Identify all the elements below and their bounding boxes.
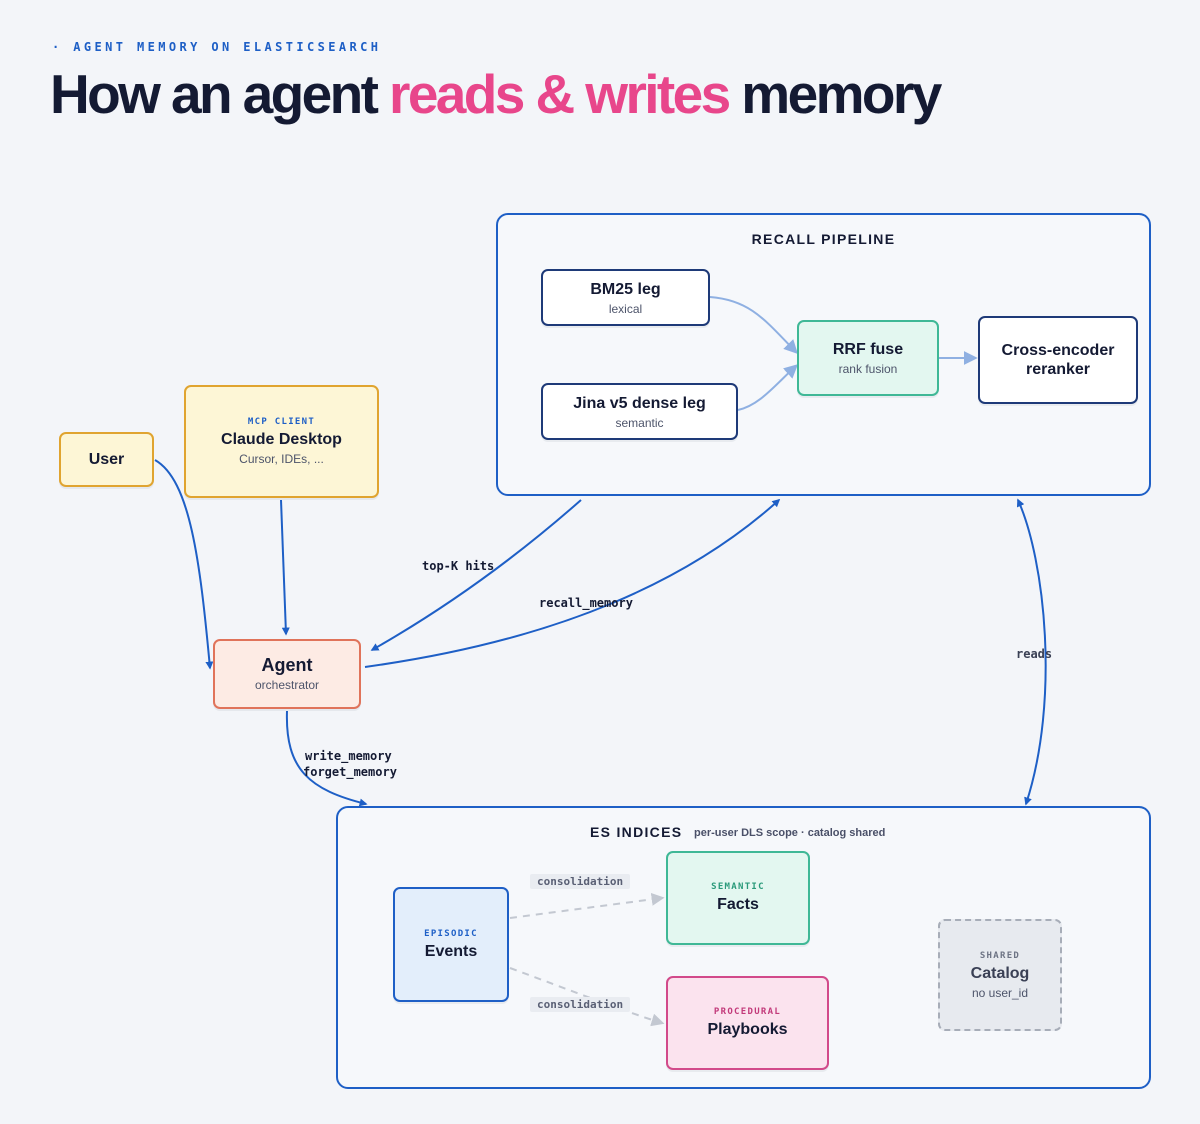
mcp-client-sub: Cursor, IDEs, ... xyxy=(239,452,324,466)
edge-label-consolidation-1: consolidation xyxy=(530,874,631,889)
bm25-leg-node[interactable]: BM25 leg lexical xyxy=(541,269,710,326)
bm25-sub: lexical xyxy=(608,301,643,316)
bm25-title: BM25 leg xyxy=(590,280,661,298)
reranker-title-line1: Cross-encoder xyxy=(1001,342,1115,359)
edge-consolidation-facts xyxy=(509,892,665,919)
reranker-node[interactable]: Cross-encoder reranker xyxy=(978,316,1138,404)
procedural-title: Playbooks xyxy=(707,1021,788,1038)
shared-sub: no user_id xyxy=(971,985,1029,1000)
edge-label-top-k-hits: top-K hits xyxy=(422,559,495,573)
edge-client-to-agent xyxy=(280,499,290,636)
edge-user-to-agent xyxy=(154,459,214,670)
edge-label-recall-memory: recall_memory xyxy=(539,596,633,610)
reranker-title-line2: reranker xyxy=(1025,361,1091,378)
edge-consolidation-playbooks xyxy=(509,967,665,1027)
shared-title: Catalog xyxy=(970,964,1030,982)
semantic-title: Facts xyxy=(717,896,759,913)
page-title: How an agent reads & writes memory xyxy=(50,62,942,126)
mcp-client-node[interactable]: MCP CLIENT Claude Desktop Cursor, IDEs, … xyxy=(184,385,379,498)
rrf-title: RRF fuse xyxy=(832,341,904,358)
agent-title: Agent xyxy=(261,655,313,675)
edge-top-k-hits xyxy=(370,499,582,651)
procedural-tag: PROCEDURAL xyxy=(713,1007,782,1017)
es-indices-subheading: per-user DLS scope · catalog shared xyxy=(694,827,886,839)
user-node[interactable]: User xyxy=(59,432,154,487)
rrf-fuse-node[interactable]: RRF fuse rank fusion xyxy=(797,320,939,396)
rrf-sub: rank fusion xyxy=(838,362,898,376)
edge-label-consolidation-2: consolidation xyxy=(530,997,631,1012)
recall-pipeline-heading: RECALL PIPELINE xyxy=(751,231,896,247)
edge-recall-memory xyxy=(364,498,781,668)
episodic-title: Events xyxy=(424,942,478,960)
title-accent: reads & writes xyxy=(389,63,731,125)
procedural-playbooks-node[interactable]: PROCEDURAL Playbooks xyxy=(666,976,829,1070)
edge-label-write-memory: write_memory xyxy=(305,749,392,763)
es-indices-heading: ES INDICES xyxy=(590,824,683,840)
jina-dense-leg-node[interactable]: Jina v5 dense leg semantic xyxy=(541,383,738,440)
agent-node[interactable]: Agent orchestrator xyxy=(213,639,361,709)
title-part-1: How an agent xyxy=(50,63,390,125)
semantic-tag: SEMANTIC xyxy=(711,882,765,892)
edge-label-reads: reads xyxy=(1016,647,1053,661)
edge-label-forget-memory: forget_memory xyxy=(303,765,397,779)
shared-catalog-node[interactable]: SHARED Catalog no user_id xyxy=(938,919,1062,1031)
edge-jina-to-rrf xyxy=(737,364,799,411)
edge-write-forget xyxy=(285,710,368,807)
jina-sub: semantic xyxy=(615,415,664,430)
eyebrow-label: · AGENT MEMORY ON ELASTICSEARCH xyxy=(52,40,382,54)
shared-tag: SHARED xyxy=(979,950,1021,961)
edge-bm25-to-rrf xyxy=(709,296,798,355)
user-title: User xyxy=(88,451,125,468)
edge-reads xyxy=(1016,498,1047,806)
mcp-client-title: Claude Desktop xyxy=(221,431,342,448)
mcp-client-tag: MCP CLIENT xyxy=(247,417,316,427)
semantic-facts-node[interactable]: SEMANTIC Facts xyxy=(666,851,810,945)
jina-title: Jina v5 dense leg xyxy=(573,394,706,412)
title-part-2: memory xyxy=(728,63,942,125)
agent-sub: orchestrator xyxy=(254,678,320,692)
episodic-tag: EPISODIC xyxy=(424,928,478,939)
episodic-events-node[interactable]: EPISODIC Events xyxy=(393,887,509,1002)
